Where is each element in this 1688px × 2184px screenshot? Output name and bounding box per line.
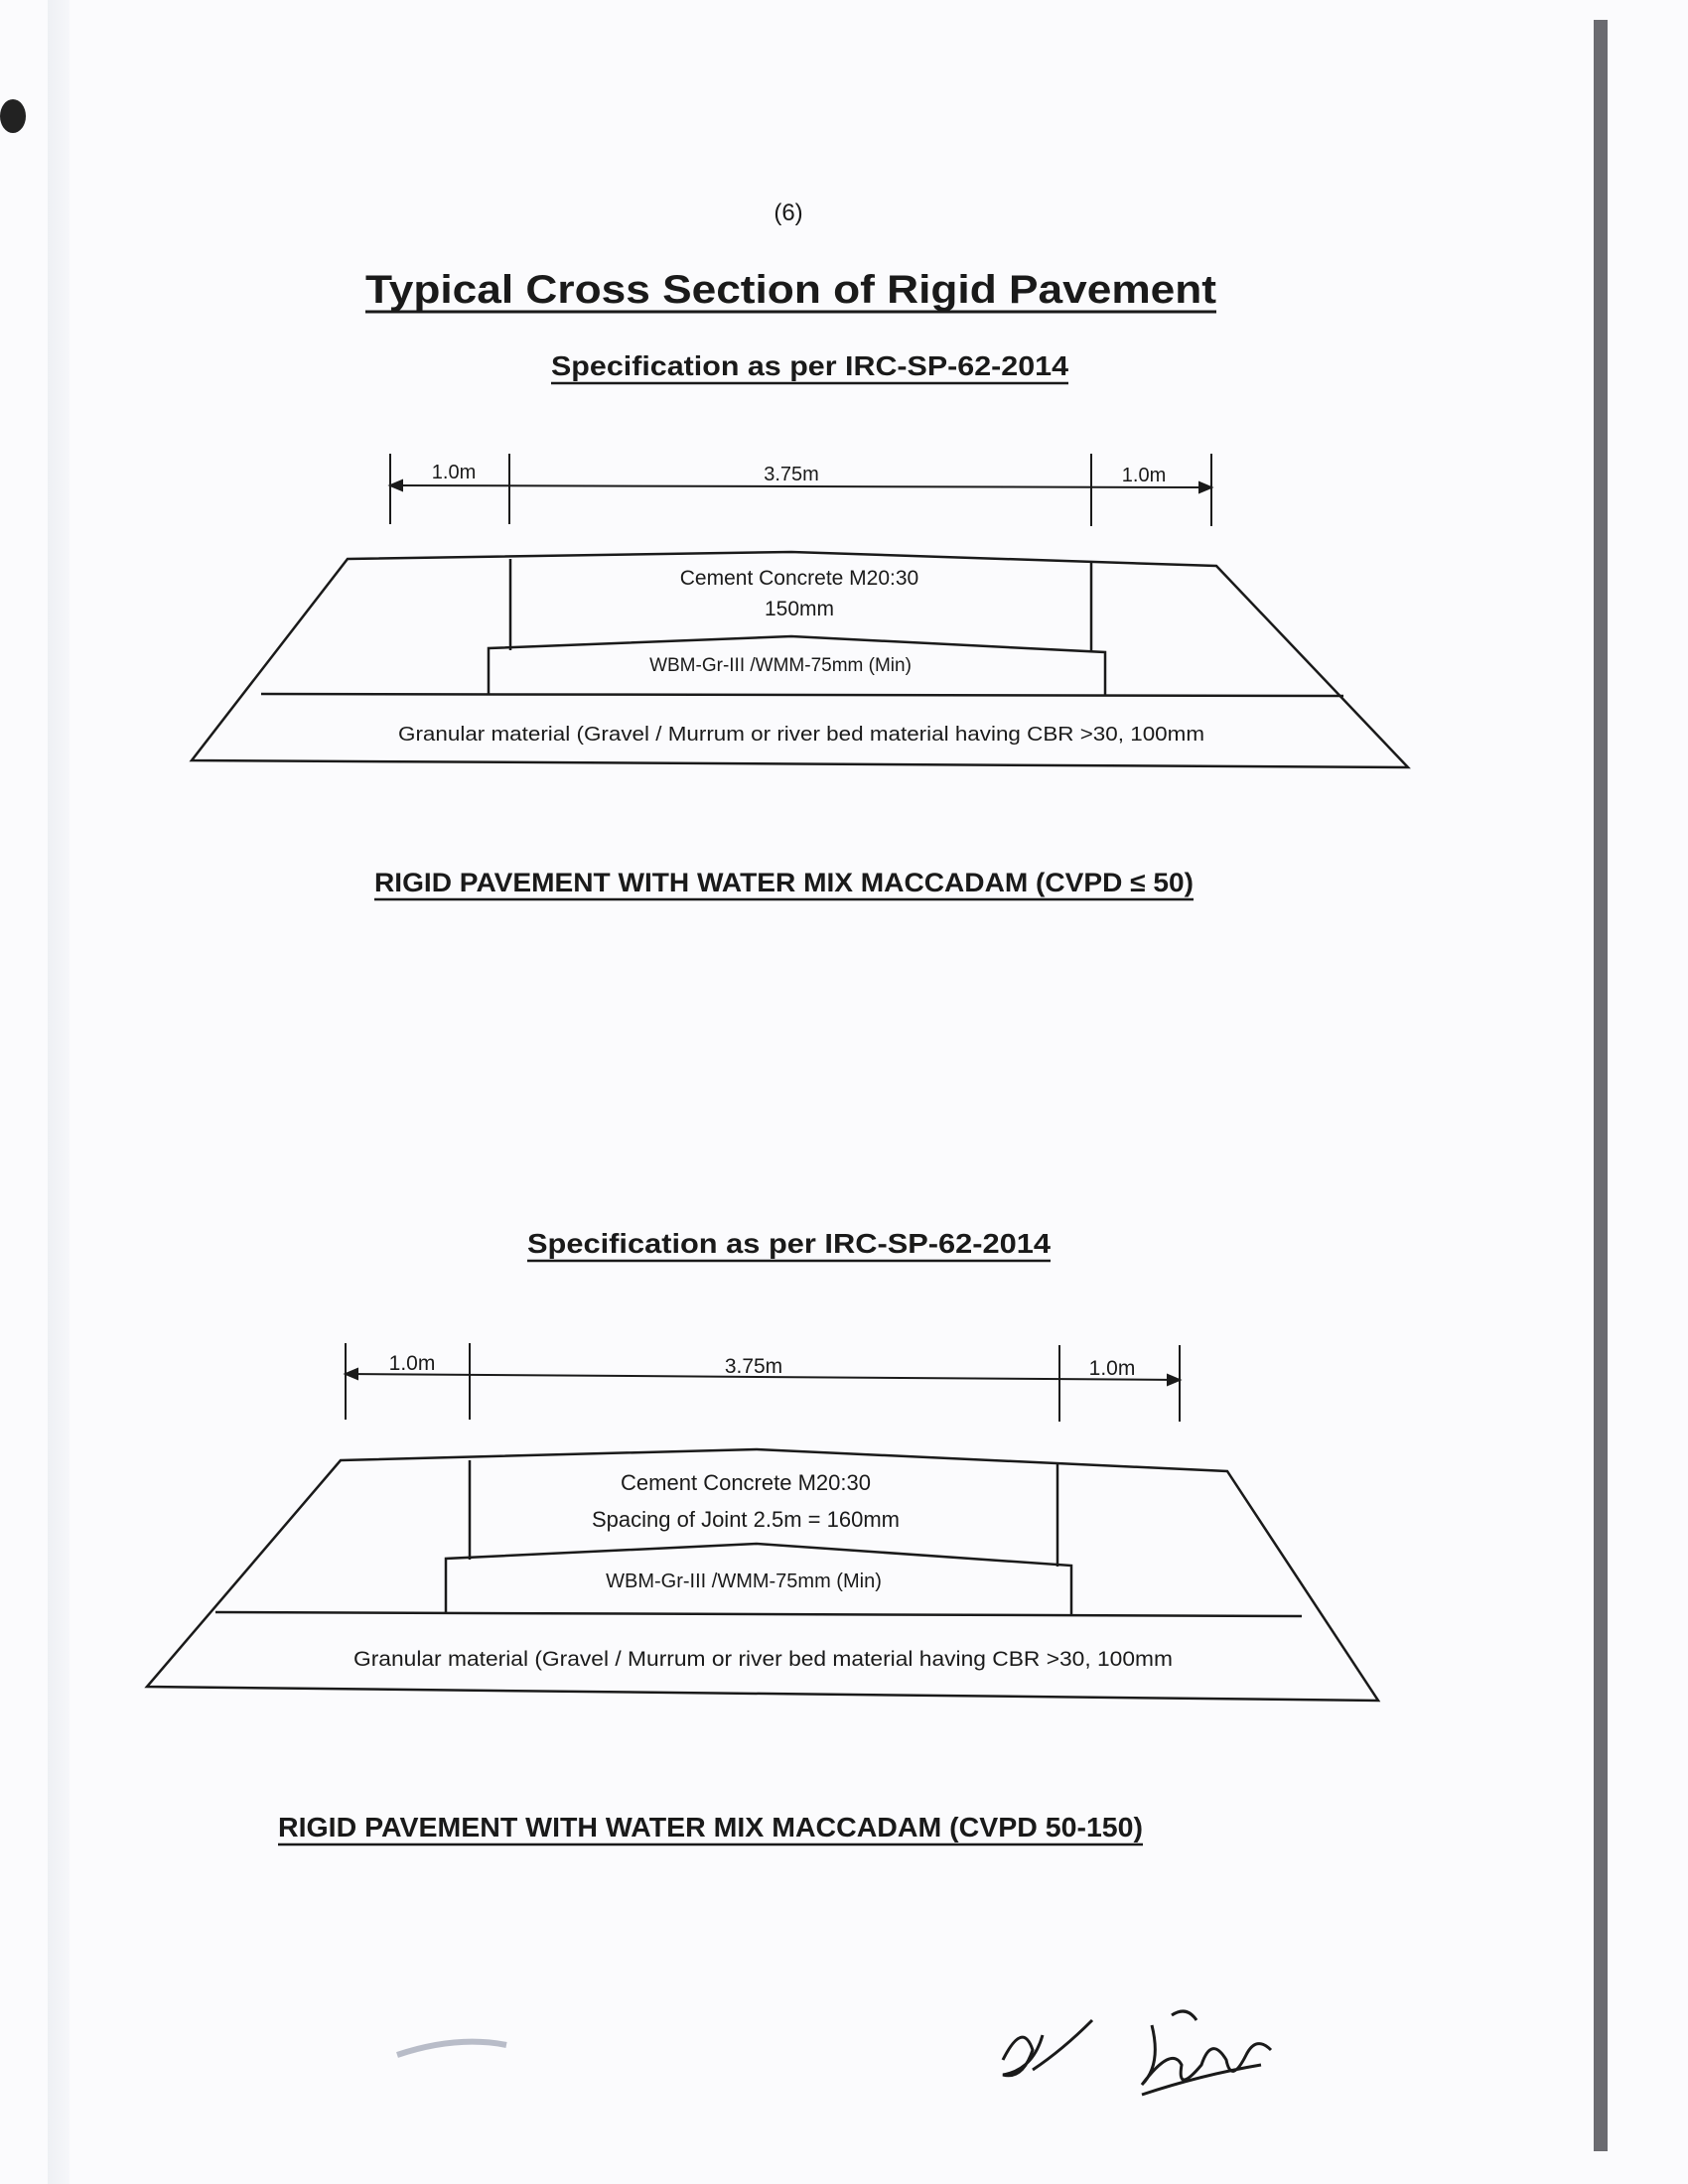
pavement-outline (189, 550, 1411, 769)
dim-right-shoulder: 1.0m (1122, 465, 1166, 486)
page-number: (6) (774, 200, 802, 226)
layer-base-label: WBM-Gr-III /WMM-75mm (Min) (649, 655, 912, 676)
punch-hole-mark (0, 99, 26, 133)
page-title: Typical Cross Section of Rigid Pavement (365, 268, 1216, 312)
dimension-lines (387, 454, 1214, 526)
layer-concrete-label: Cement Concrete M20:30 (621, 1470, 871, 1495)
layer-base-label: WBM-Gr-III /WMM-75mm (Min) (606, 1570, 882, 1592)
dim-left-shoulder: 1.0m (389, 1352, 436, 1375)
signature-initials (1001, 2018, 1094, 2078)
dim-carriageway: 3.75m (725, 1355, 782, 1378)
dim-right-shoulder: 1.0m (1089, 1357, 1136, 1380)
layer-subbase-label: Granular material (Gravel / Murrum or ri… (398, 724, 1204, 746)
layer-concrete-label: Cement Concrete M20:30 (680, 567, 918, 590)
layer-concrete-detail: 150mm (765, 598, 834, 620)
dimension-lines (343, 1343, 1183, 1422)
spec-heading: Specification as per IRC-SP-62-2014 (527, 1228, 1051, 1259)
signature (1140, 2009, 1273, 2097)
cross-section-2: Specification as per IRC-SP-62-2014 1.0m… (144, 1228, 1381, 1846)
dim-left-shoulder: 1.0m (432, 462, 476, 483)
layer-subbase-label: Granular material (Gravel / Murrum or ri… (353, 1648, 1173, 1671)
section-caption: RIGID PAVEMENT WITH WATER MIX MACCADAM (… (278, 1812, 1143, 1843)
faint-stamp-mark (396, 2038, 507, 2058)
spec-heading: Specification as per IRC-SP-62-2014 (551, 350, 1068, 381)
scan-edge-bar (1594, 20, 1608, 2151)
dim-carriageway: 3.75m (764, 464, 819, 485)
left-margin-strip (48, 0, 70, 2184)
section-caption: RIGID PAVEMENT WITH WATER MIX MACCADAM (… (374, 868, 1194, 897)
pavement-outline (144, 1447, 1381, 1703)
layer-concrete-detail: Spacing of Joint 2.5m = 160mm (592, 1507, 900, 1532)
cross-section-1: Specification as per IRC-SP-62-2014 1.0m… (189, 350, 1411, 901)
